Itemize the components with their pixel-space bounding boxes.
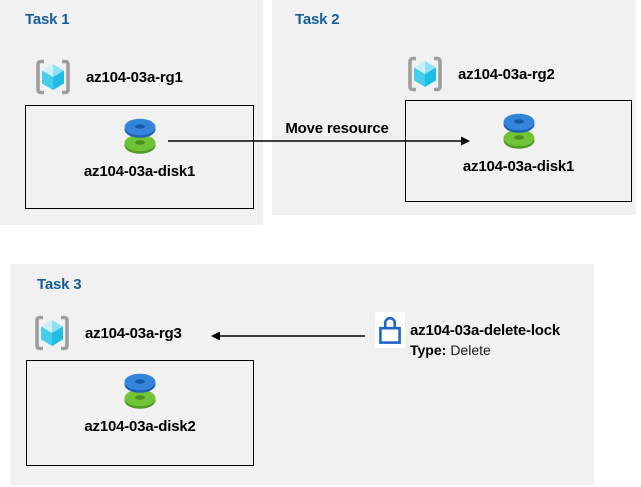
- task2-panel: [272, 0, 636, 215]
- disk-icon: [503, 113, 534, 149]
- task1-panel: [0, 0, 263, 225]
- move-resource-arrow-icon: [168, 136, 470, 146]
- resource-group-icon: [408, 56, 442, 92]
- task3-disk-box: az104-03a-disk2: [26, 360, 254, 466]
- task2-disk-label: az104-03a-disk1: [462, 158, 575, 175]
- task3-panel: [10, 264, 594, 485]
- task3-resource-group-row: az104-03a-rg3: [32, 313, 182, 353]
- delete-lock-text-block: az104-03a-delete-lock Type:Delete: [410, 322, 560, 358]
- task1-resource-group-label: az104-03a-rg1: [86, 68, 183, 86]
- lock-icon: [379, 316, 401, 344]
- task1-disk-box: az104-03a-disk1: [25, 105, 254, 209]
- task3-heading: Task 3: [37, 276, 82, 293]
- task1-resource-group-row: az104-03a-rg1: [33, 57, 183, 97]
- delete-lock-type-value: Delete: [450, 342, 491, 358]
- task3-resource-group-label: az104-03a-rg3: [85, 324, 182, 342]
- delete-lock-arrow-icon: [211, 331, 365, 341]
- resource-group-icon: [36, 59, 70, 95]
- delete-lock-type-label: Type:: [410, 342, 447, 358]
- task2-heading: Task 2: [295, 11, 340, 28]
- delete-lock-type: Type:Delete: [410, 342, 560, 358]
- move-resource-label: Move resource: [285, 120, 389, 137]
- task3-disk-label: az104-03a-disk2: [84, 418, 196, 435]
- task2-resource-group-label: az104-03a-rg2: [458, 65, 555, 83]
- resource-group-icon: [35, 315, 69, 351]
- delete-lock-name: az104-03a-delete-lock: [410, 322, 561, 339]
- disk-icon: [124, 373, 156, 409]
- disk-icon: [124, 118, 155, 154]
- task1-disk-label: az104-03a-disk1: [83, 163, 196, 180]
- task1-heading: Task 1: [25, 11, 70, 28]
- task2-disk-box: az104-03a-disk1: [405, 100, 632, 202]
- lock-icon-backdrop: [375, 312, 405, 348]
- task2-resource-group-row: az104-03a-rg2: [405, 54, 555, 94]
